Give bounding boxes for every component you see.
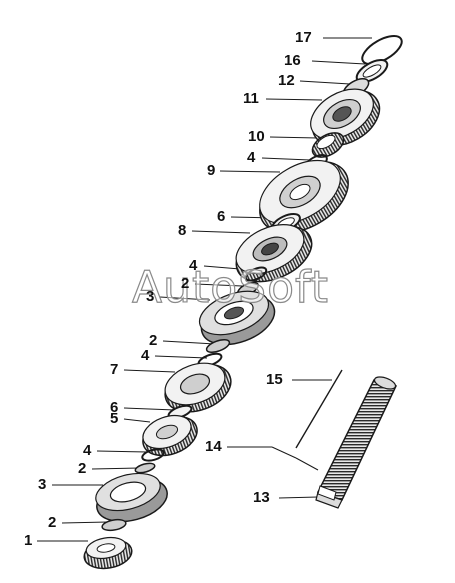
callout-12: 12	[278, 72, 295, 89]
thin-ring-part	[244, 266, 268, 282]
callout-4: 4	[141, 347, 150, 364]
callout-2: 2	[48, 514, 57, 531]
callout-4: 4	[247, 149, 256, 166]
splined-shaft-part	[315, 376, 398, 509]
callout-3: 3	[146, 288, 155, 305]
callout-10: 10	[248, 128, 265, 145]
callout-9: 9	[207, 162, 216, 179]
callout-1: 1	[24, 532, 33, 549]
callout-2: 2	[149, 332, 158, 349]
gear-part	[142, 414, 198, 457]
washer-part	[134, 462, 156, 474]
washer-part	[101, 518, 127, 532]
leader-lines	[37, 37, 372, 542]
callout-11: 11	[243, 90, 259, 107]
gear-part	[235, 224, 313, 283]
callout-6: 6	[217, 208, 226, 225]
bearing-part	[83, 536, 133, 570]
snap-ring-part	[361, 35, 403, 65]
synchronizer-hub-part	[95, 472, 168, 523]
washer-part	[205, 339, 231, 353]
gear-part	[259, 159, 349, 234]
large-gear-part	[310, 88, 381, 147]
callout-2: 2	[78, 460, 87, 477]
callout-5: 5	[110, 410, 119, 427]
synchronizer-hub-part	[198, 290, 276, 346]
callout-3: 3	[38, 476, 47, 493]
callout-17: 17	[295, 29, 312, 46]
thin-ring-part	[141, 448, 165, 462]
callout-16: 16	[284, 52, 301, 69]
callout-6: 6	[110, 399, 119, 416]
callout-8: 8	[178, 222, 187, 239]
callout-15: 15	[266, 371, 283, 388]
callout-4: 4	[189, 257, 198, 274]
watermark-text: AutoSoft	[131, 261, 329, 313]
needle-bearing-part	[311, 132, 345, 158]
gear-part	[164, 362, 232, 413]
callout-14: 14	[205, 438, 222, 455]
callout-7: 7	[110, 361, 119, 378]
callout-13: 13	[253, 489, 270, 506]
callout-4: 4	[83, 442, 92, 459]
callout-2: 2	[181, 275, 190, 292]
